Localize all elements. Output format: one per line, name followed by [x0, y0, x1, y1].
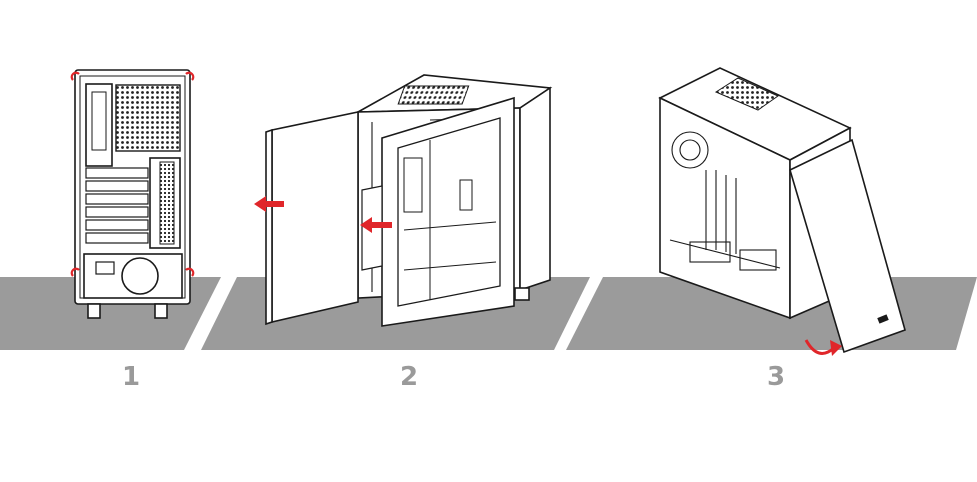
rotate-arrow-head	[830, 340, 842, 356]
step-number-2: 2	[399, 362, 419, 392]
left-side-panel	[265, 111, 359, 326]
rear-screw-markers	[70, 71, 195, 277]
remove-direction-arrows	[254, 196, 392, 233]
step-number-1: 1	[121, 362, 141, 392]
case-rear-view	[74, 69, 191, 319]
window-side-panel	[361, 96, 515, 327]
front-panel-rotated	[789, 138, 906, 354]
step-number-3: 3	[766, 362, 786, 392]
